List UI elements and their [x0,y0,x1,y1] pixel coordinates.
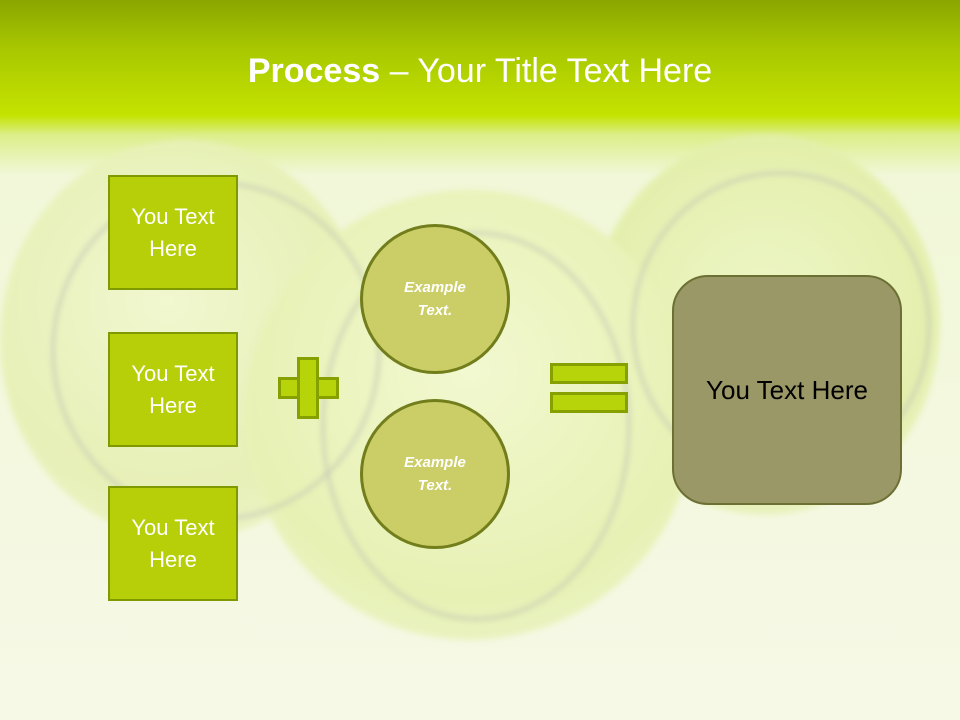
input-box-label: You Text Here [131,203,215,261]
input-box-3: You Text Here [108,486,238,601]
input-box-2: You Text Here [108,332,238,447]
slide-title: Process – Your Title Text Here [0,52,960,91]
circle-label: Example Text. [404,279,466,319]
input-box-label: You Text Here [131,514,215,572]
circle-label: Example Text. [404,454,466,494]
input-box-label: You Text Here [131,360,215,418]
title-rest: – Your Title Text Here [380,52,713,90]
result-box: You Text Here [672,275,902,505]
input-box-1: You Text Here [108,175,238,290]
equals-bar-top [550,363,628,384]
example-circle-1: Example Text. [360,224,510,374]
ball-seam [320,230,632,622]
example-circle-2: Example Text. [360,399,510,549]
plus-center [300,380,316,396]
title-bold: Process [247,52,381,90]
equals-bar-bottom [550,392,628,413]
result-label: You Text Here [706,374,868,405]
